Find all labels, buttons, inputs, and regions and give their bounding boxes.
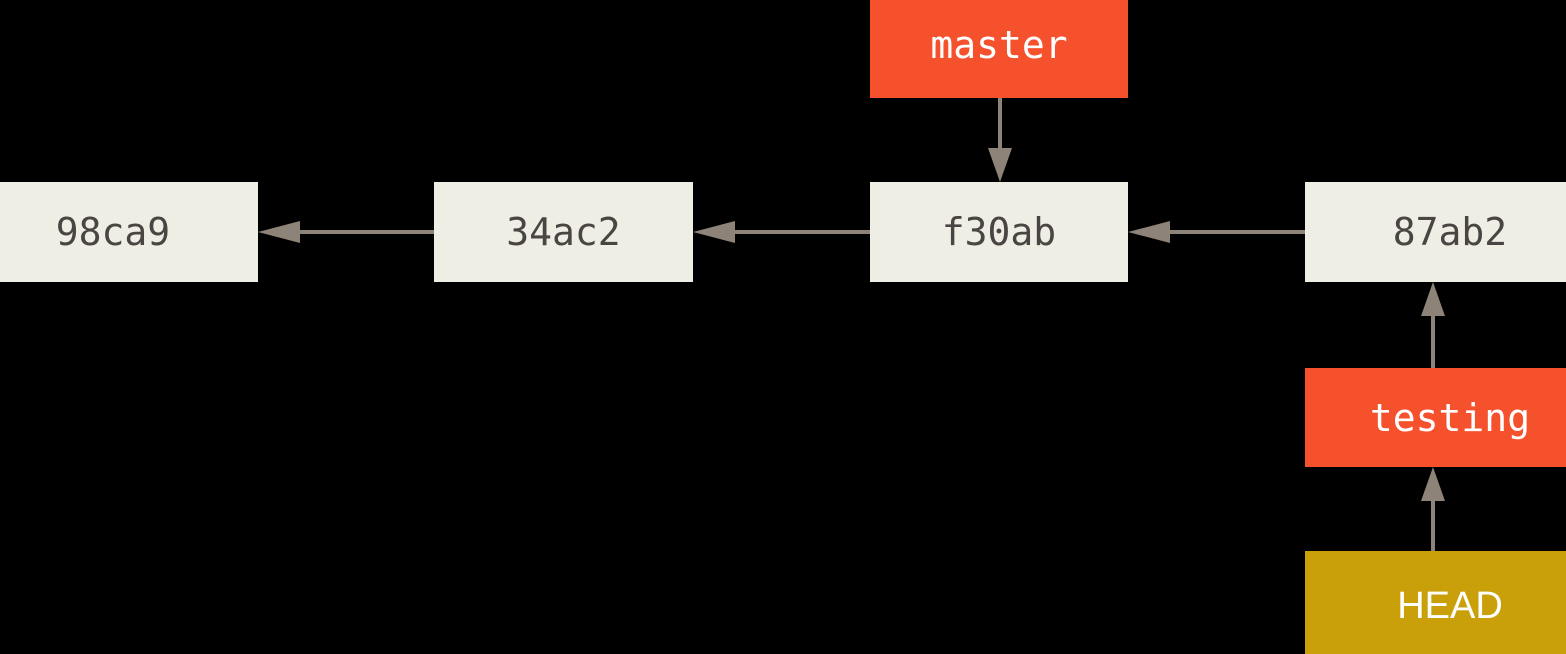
commit-node-34ac2[interactable]: 34ac2	[434, 182, 693, 282]
commit-label: 34ac2	[506, 210, 621, 254]
head-label: HEAD	[1397, 585, 1503, 627]
edge-f30ab-to-34ac2	[693, 221, 870, 243]
commit-node-f30ab[interactable]: f30ab	[870, 182, 1128, 282]
branch-label: master	[930, 23, 1068, 67]
commit-node-87ab2[interactable]: 87ab2	[1305, 182, 1566, 282]
commit-label: f30ab	[941, 210, 1057, 254]
commit-label: 98ca9	[55, 210, 171, 254]
edge-testing-to-87ab2	[1421, 282, 1445, 368]
edge-34ac2-to-98ca9	[258, 221, 434, 243]
branch-label: testing	[1369, 395, 1531, 440]
branch-node-testing[interactable]: testing	[1305, 368, 1566, 467]
commit-node-98ca9[interactable]: 98ca9	[0, 182, 258, 282]
edge-head-to-testing	[1421, 467, 1445, 551]
edge-master-to-f30ab	[988, 98, 1012, 182]
head-pointer-node[interactable]: HEAD	[1305, 551, 1566, 654]
branch-node-master[interactable]: master	[870, 0, 1128, 98]
edge-87ab2-to-f30ab	[1128, 221, 1305, 243]
commit-label: 87ab2	[1392, 210, 1508, 254]
